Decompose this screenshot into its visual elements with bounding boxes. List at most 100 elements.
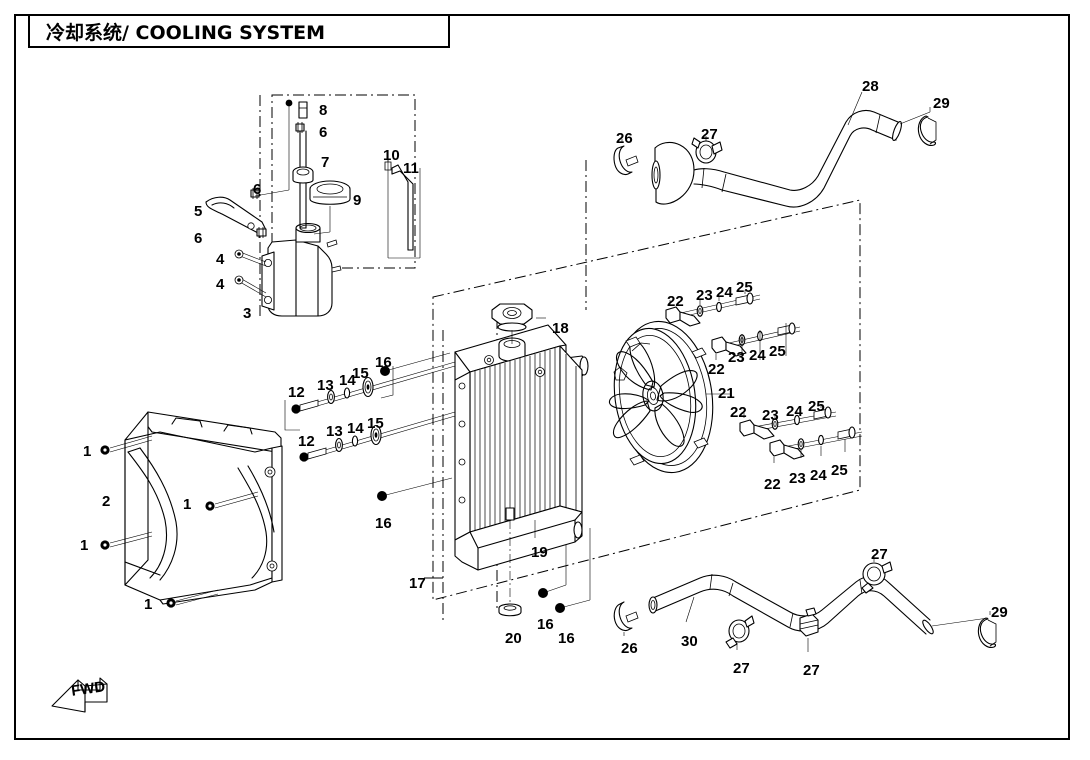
callout-22: 22 — [667, 293, 684, 310]
callout-22: 22 — [764, 476, 781, 493]
callout-14: 14 — [339, 372, 356, 389]
coolant-reservoir-part-3 — [261, 222, 342, 317]
callout-7: 7 — [321, 154, 330, 171]
page-title: 冷却系统/ COOLING SYSTEM — [46, 21, 326, 44]
callout-28: 28 — [862, 78, 879, 95]
reservoir-cap-part-9 — [309, 180, 351, 235]
drain-plug-part-20 — [498, 520, 522, 617]
callout-26: 26 — [621, 640, 638, 657]
reservoir-bolt-4a — [234, 249, 267, 267]
spring-clamp-27-lower-a — [725, 615, 755, 650]
callout-14: 14 — [347, 420, 364, 437]
callout-25: 25 — [736, 279, 753, 296]
hose-clamp-26-lower — [613, 601, 639, 636]
callout-16: 16 — [558, 630, 575, 647]
callout-23: 23 — [762, 407, 779, 424]
callout-15: 15 — [352, 365, 369, 382]
callout-13: 13 — [326, 423, 343, 440]
radiator-mount-hardware-row-b — [299, 411, 456, 462]
reservoir-bolt-4b — [234, 275, 267, 298]
diagram-frame — [14, 14, 1070, 740]
callout-22: 22 — [708, 361, 725, 378]
shroud-bolt-1a — [100, 435, 153, 455]
callout-22: 22 — [730, 404, 747, 421]
spring-clamp-27-lower-c — [861, 557, 893, 594]
callout-25: 25 — [769, 343, 786, 360]
callout-16: 16 — [537, 616, 554, 633]
hose-clamp-29-lower — [931, 611, 997, 648]
callout-27: 27 — [871, 546, 888, 563]
callout-11: 11 — [403, 160, 419, 177]
fan-hardware-set-3 — [739, 404, 837, 440]
callout-27: 27 — [803, 662, 820, 679]
callout-8: 8 — [319, 102, 328, 119]
callout-17: 17 — [409, 575, 426, 592]
callout-30: 30 — [681, 633, 698, 650]
callout-1: 1 — [183, 496, 192, 513]
cooling-fan-part-21 — [608, 320, 730, 474]
callout-12: 12 — [288, 384, 305, 401]
hose-clamp-29-upper — [899, 107, 937, 146]
hose-fitting-part-8 — [254, 99, 308, 197]
callout-4: 4 — [216, 276, 225, 293]
callout-21: 21 — [718, 385, 735, 402]
bushing-16-bottom-b — [555, 528, 591, 613]
fan-hardware-set-2 — [711, 322, 801, 362]
bushing-16-lower-left — [377, 477, 453, 501]
callout-24: 24 — [786, 403, 803, 420]
callout-27: 27 — [733, 660, 750, 677]
callout-10: 10 — [383, 147, 400, 164]
callout-24: 24 — [716, 284, 733, 301]
shroud-bolt-1c — [100, 531, 153, 550]
callout-29: 29 — [991, 604, 1008, 621]
hose-clamp-6c — [256, 227, 267, 238]
callout-6: 6 — [319, 124, 328, 141]
svg-text:FWD: FWD — [70, 678, 106, 700]
diagram-title-box: 冷却系统/ COOLING SYSTEM — [28, 14, 450, 48]
callout-3: 3 — [243, 305, 252, 322]
radiator-group-box — [432, 199, 861, 601]
hose-clamp-6a — [295, 122, 305, 133]
callout-1: 1 — [144, 596, 153, 613]
vent-hose-part-11 — [391, 164, 414, 251]
shroud-bolt-1b — [205, 491, 259, 511]
callout-2: 2 — [102, 493, 111, 510]
reservoir-group-box — [259, 94, 416, 318]
lower-radiator-hose-part-30 — [648, 573, 934, 635]
spring-clamp-27-lower-b — [799, 607, 819, 652]
reservoir-bracket-part-5 — [205, 196, 267, 235]
fwd-arrow-logo: FWD — [51, 677, 108, 713]
callout-24: 24 — [749, 347, 766, 364]
callout-18: 18 — [552, 320, 569, 337]
callout-9: 9 — [353, 192, 362, 209]
shroud-bolt-1d — [166, 589, 219, 608]
radiator-cap-part-18 — [491, 303, 546, 344]
callout-26: 26 — [616, 130, 633, 147]
callout-16: 16 — [375, 354, 392, 371]
callout-23: 23 — [789, 470, 806, 487]
callout-13: 13 — [317, 377, 334, 394]
callout-23: 23 — [696, 287, 713, 304]
callout-12: 12 — [298, 433, 315, 450]
bushing-16-bottom-a — [538, 545, 567, 598]
spring-clamp-27-upper — [691, 136, 723, 164]
callout-15: 15 — [367, 415, 384, 432]
callout-4: 4 — [216, 251, 225, 268]
callout-19: 19 — [531, 544, 548, 561]
callout-25: 25 — [808, 398, 825, 415]
callout-16: 16 — [375, 515, 392, 532]
callout-5: 5 — [194, 203, 203, 220]
callout-6: 6 — [194, 230, 203, 247]
fan-hardware-set-1 — [665, 290, 761, 327]
fan-hardware-set-4 — [769, 426, 863, 463]
callout-6: 6 — [253, 181, 262, 198]
radiator-part-17 — [454, 324, 589, 571]
hose-clamp-26-upper — [613, 139, 639, 176]
callout-24: 24 — [810, 467, 827, 484]
callout-1: 1 — [83, 443, 92, 460]
radiator-mount-hardware-row-a — [291, 352, 456, 414]
upper-radiator-hose-part-28 — [651, 91, 902, 208]
callout-29: 29 — [933, 95, 950, 112]
